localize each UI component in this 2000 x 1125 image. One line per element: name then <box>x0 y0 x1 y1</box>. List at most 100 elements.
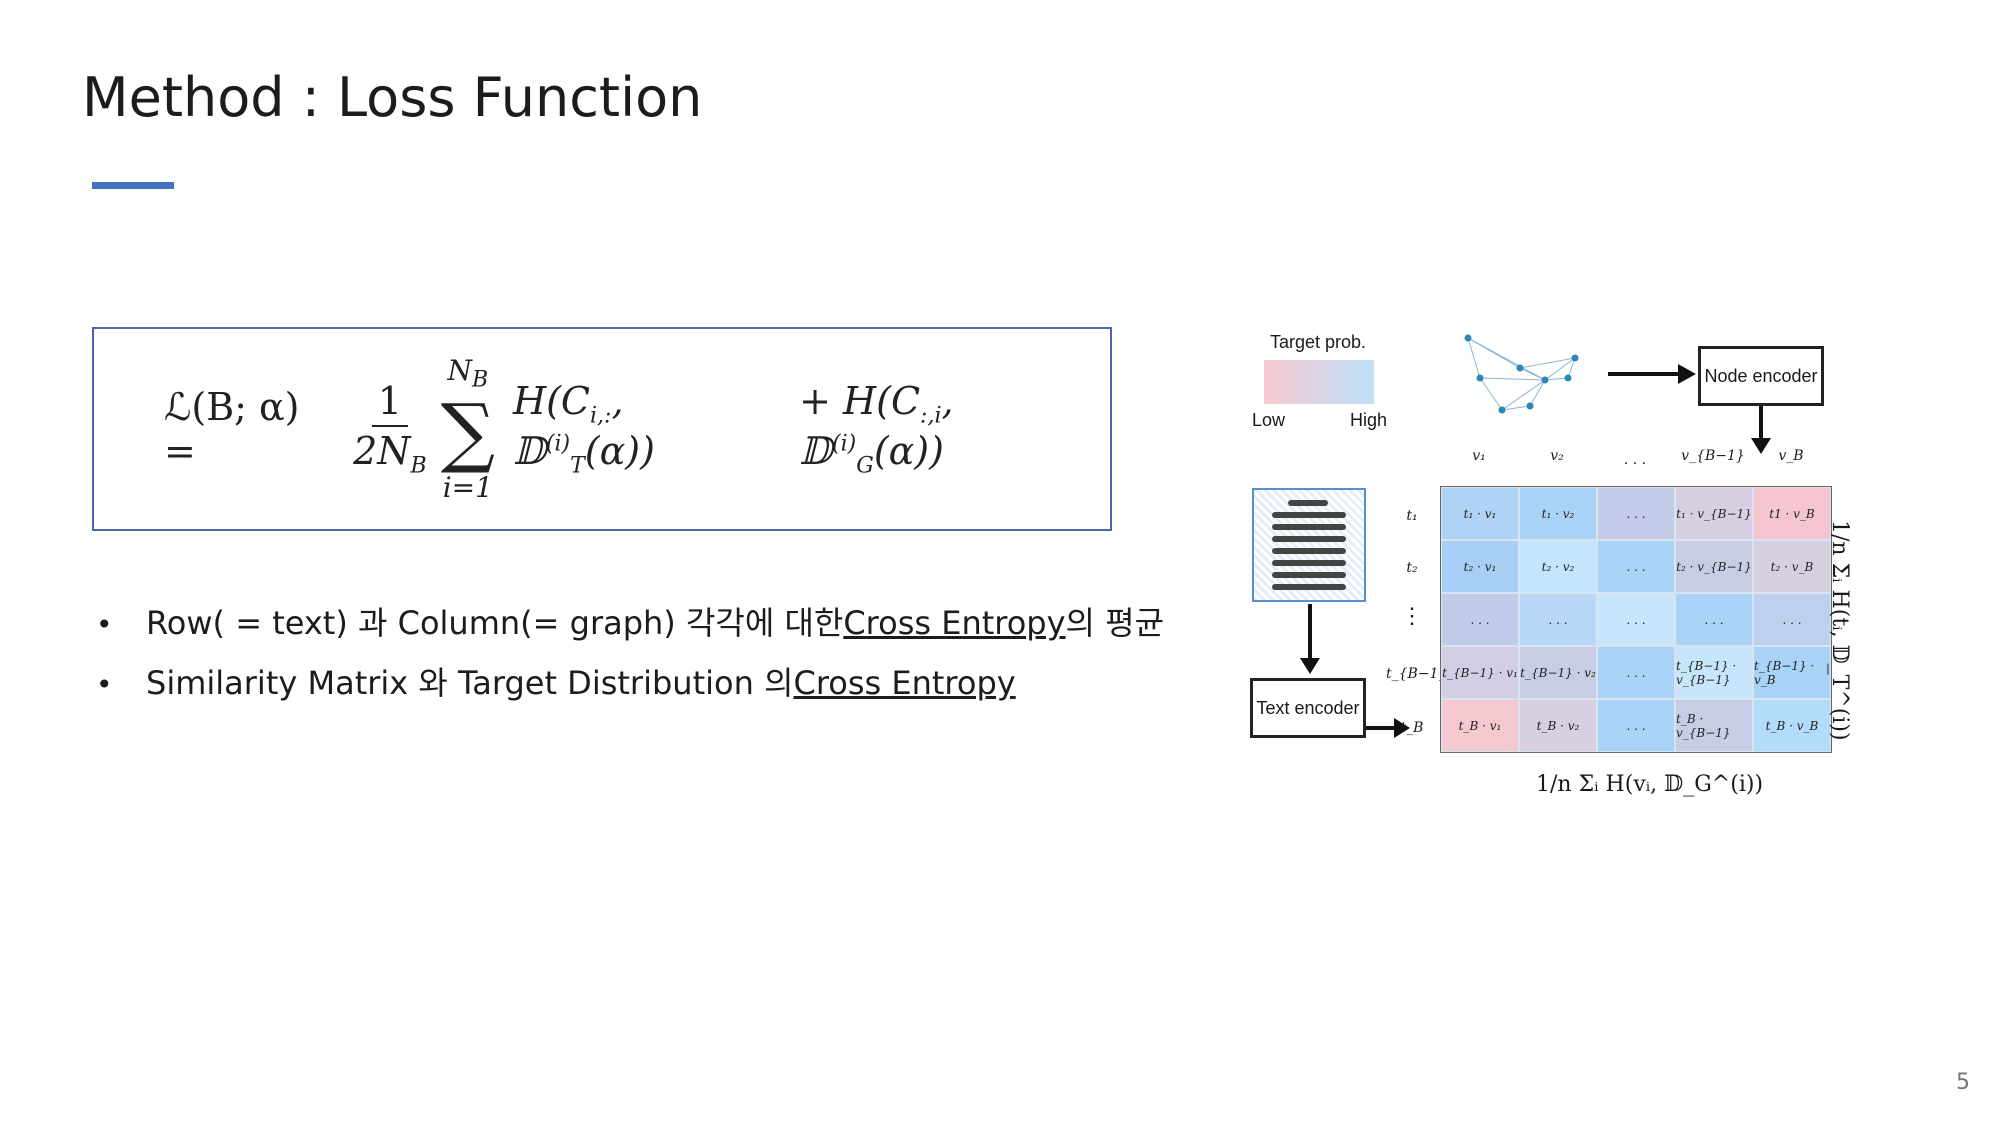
arrow-down-icon <box>1751 406 1771 454</box>
col-head-4: v_{B−1} <box>1681 448 1745 464</box>
bottom-equation: 1/n Σᵢ H(vᵢ, 𝔻_G^(i)) <box>1536 772 1764 797</box>
term1-sup: (i) <box>545 431 571 457</box>
legend-high-label: High <box>1350 410 1388 430</box>
doc-line <box>1272 524 1346 530</box>
formula-term-row: H(Ci,:, 𝔻(i)T(α)) <box>513 379 777 478</box>
term1-sub2: T <box>570 453 585 479</box>
formula-fraction: 1 2NB <box>353 379 427 479</box>
arrow-right-icon <box>1608 364 1696 384</box>
term2-sup: (i) <box>832 431 857 457</box>
doc-line <box>1272 572 1346 578</box>
term2-end: (α)) <box>873 429 944 473</box>
sigma-symbol: ∑ <box>440 386 495 476</box>
matrix-cell: t_B · v₁ <box>1441 699 1519 752</box>
matrix-cell: t_B · v_{B−1} <box>1675 699 1753 752</box>
fraction-den-text: 2N <box>353 429 411 474</box>
sum-upper-limit: NB <box>447 354 488 393</box>
term1-end: (α)) <box>584 429 655 473</box>
col-head-1: v₁ <box>1472 448 1486 464</box>
summation: NB ∑ i=1 <box>441 354 495 504</box>
doc-line <box>1288 500 1328 506</box>
matrix-cell: . . . <box>1441 593 1519 646</box>
document-icon <box>1252 488 1366 602</box>
matrix-cell: t_{B−1} · v₂ <box>1519 646 1597 699</box>
matrix-cell: t₂ · v_B <box>1753 540 1831 593</box>
matrix-cell: . . . <box>1597 593 1675 646</box>
matrix-cell: t_{B−1} · v_B <box>1753 646 1831 699</box>
formula-term-col: + H(C:,i, 𝔻(i)G(α)) <box>799 379 1110 478</box>
graph-icon <box>1464 334 1579 414</box>
term2-sub: :,i <box>920 404 942 429</box>
col-head-5: v_B <box>1778 448 1804 464</box>
architecture-figure: Target prob. Low High Node encoder <box>1240 320 1940 840</box>
term1-sub: i,: <box>590 404 612 429</box>
slide-title: Method : Loss Function <box>82 66 703 129</box>
matrix-cell: t₂ · v₂ <box>1519 540 1597 593</box>
loss-formula: ℒ(B; α) = 1 2NB NB ∑ i=1 H(Ci,:, 𝔻(i)T(α… <box>164 329 1110 529</box>
row-head-5: t_B <box>1400 720 1424 736</box>
arrow-right-icon <box>1366 718 1410 738</box>
term2-text: + H(C <box>799 379 921 424</box>
matrix-cell: . . . <box>1597 487 1675 540</box>
fraction-den-sub: B <box>410 453 427 479</box>
matrix-cell: . . . <box>1597 699 1675 752</box>
doc-line <box>1272 512 1346 518</box>
term2-mid: , 𝔻 <box>799 379 954 473</box>
legend-low-label: Low <box>1252 410 1286 430</box>
row-head-3: ⋮ <box>1401 604 1423 629</box>
matrix-cell: . . . <box>1597 646 1675 699</box>
matrix-cell: . . . <box>1597 540 1675 593</box>
node-encoder-box: Node encoder <box>1698 346 1824 406</box>
bullet-item-1: • Row( = text) 과 Column(= graph) 각각에 대한 … <box>96 598 1164 658</box>
matrix-cell: t₂ · v_{B−1} <box>1675 540 1753 593</box>
legend-title: Target prob. <box>1270 332 1367 352</box>
sum-lower-limit: i=1 <box>442 470 493 504</box>
matrix-cell: . . . <box>1753 593 1831 646</box>
arrow-down-icon <box>1300 604 1320 674</box>
matrix-cell: t1 · v_B <box>1753 487 1831 540</box>
fraction-denominator: 2NB <box>353 427 427 479</box>
sum-upper-text: N <box>447 354 472 388</box>
col-head-2: v₂ <box>1550 448 1564 464</box>
sum-upper-sub: B <box>471 367 489 393</box>
bullet-dot: • <box>96 608 113 641</box>
title-underline <box>92 182 174 189</box>
matrix-cell: t₁ · v₂ <box>1519 487 1597 540</box>
page-number: 5 <box>1956 1070 1970 1095</box>
matrix-cell: t_B · v_B <box>1753 699 1831 752</box>
row-head-1: t₁ <box>1406 508 1418 524</box>
term2-sub2: G <box>856 453 874 479</box>
col-head-3: . . . <box>1623 452 1647 468</box>
bullet-dot: • <box>96 668 113 701</box>
row-head-2: t₂ <box>1406 560 1418 576</box>
legend-gradient-bar <box>1264 360 1374 404</box>
doc-line <box>1272 560 1346 566</box>
bullet-item-2: • Similarity Matrix 와 Target Distributio… <box>96 658 1164 718</box>
fraction-numerator: 1 <box>371 379 408 428</box>
term1-text: H(C <box>512 379 590 424</box>
text-encoder-box: Text encoder <box>1250 678 1366 738</box>
row-head-4: t_{B−1} <box>1386 666 1448 682</box>
matrix-cell: . . . <box>1675 593 1753 646</box>
matrix-cell: t₂ · v₁ <box>1441 540 1519 593</box>
doc-line <box>1272 536 1346 542</box>
doc-line <box>1272 584 1346 590</box>
right-equation: 1/n Σᵢ H(tᵢ, 𝔻_T^(i)) <box>1827 520 1852 741</box>
matrix-cell: t₁ · v_{B−1} <box>1675 487 1753 540</box>
matrix-cell: t_B · v₂ <box>1519 699 1597 752</box>
formula-box: ℒ(B; α) = 1 2NB NB ∑ i=1 H(Ci,:, 𝔻(i)T(α… <box>92 327 1112 531</box>
matrix-cell: t_{B−1} · v₁ <box>1441 646 1519 699</box>
formula-lhs: ℒ(B; α) = <box>164 385 300 473</box>
bullet-1-post: 의 평균 <box>1065 604 1165 642</box>
term1-mid: , 𝔻 <box>512 379 624 473</box>
matrix-cell: t_{B−1} · v_{B−1} <box>1675 646 1753 699</box>
bullet-1-pre: Row( = text) 과 Column(= graph) 각각에 대한 <box>146 604 844 642</box>
matrix-cell: . . . <box>1519 593 1597 646</box>
bullet-2-link: Cross Entropy <box>793 664 1016 702</box>
bullet-1-link: Cross Entropy <box>843 604 1066 642</box>
doc-line <box>1272 548 1346 554</box>
bullet-list: • Row( = text) 과 Column(= graph) 각각에 대한 … <box>96 598 1164 718</box>
matrix-cell: t₁ · v₁ <box>1441 487 1519 540</box>
bullet-2-pre: Similarity Matrix 와 Target Distribution … <box>146 664 794 702</box>
